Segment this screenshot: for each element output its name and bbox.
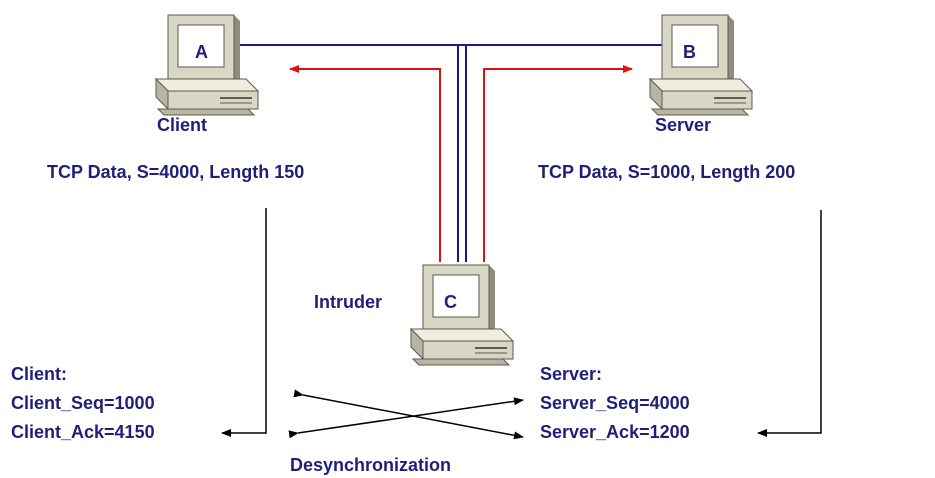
- server-ack: Server_Ack=1200: [540, 422, 690, 442]
- server-packet-label: TCP Data, S=1000, Length 200: [538, 162, 796, 182]
- desync-caption: Desynchronization: [290, 455, 452, 475]
- computer-b-icon: B: [649, 14, 753, 116]
- intruder-label: Intruder: [314, 292, 383, 312]
- client-label: Client: [157, 115, 208, 135]
- desync-cross-arrows: [288, 389, 524, 440]
- client-state-title: Client:: [11, 364, 67, 384]
- client-ack: Client_Ack=4150: [11, 422, 155, 442]
- spoof-arrow-to-client: [289, 65, 441, 262]
- client-ack-arrow: [221, 208, 267, 437]
- client-seq: Client_Seq=1000: [11, 393, 155, 413]
- computer-a-icon: A: [155, 14, 259, 116]
- svg-text:B: B: [683, 42, 696, 62]
- server-ack-arrow: [757, 210, 822, 437]
- svg-text:C: C: [444, 292, 457, 312]
- spoof-arrows: [289, 65, 633, 262]
- desync-arrow-up-right: [288, 397, 524, 439]
- network-lines: [238, 44, 668, 262]
- server-state-title: Server:: [540, 364, 603, 384]
- spoof-arrow-to-server: [483, 65, 633, 262]
- server-seq: Server_Seq=4000: [540, 393, 690, 413]
- server-label: Server: [655, 115, 712, 135]
- computer-c-icon: C: [410, 264, 514, 366]
- svg-text:A: A: [195, 42, 208, 62]
- ack-arrows: [221, 208, 822, 437]
- client-packet-label: TCP Data, S=4000, Length 150: [47, 162, 305, 182]
